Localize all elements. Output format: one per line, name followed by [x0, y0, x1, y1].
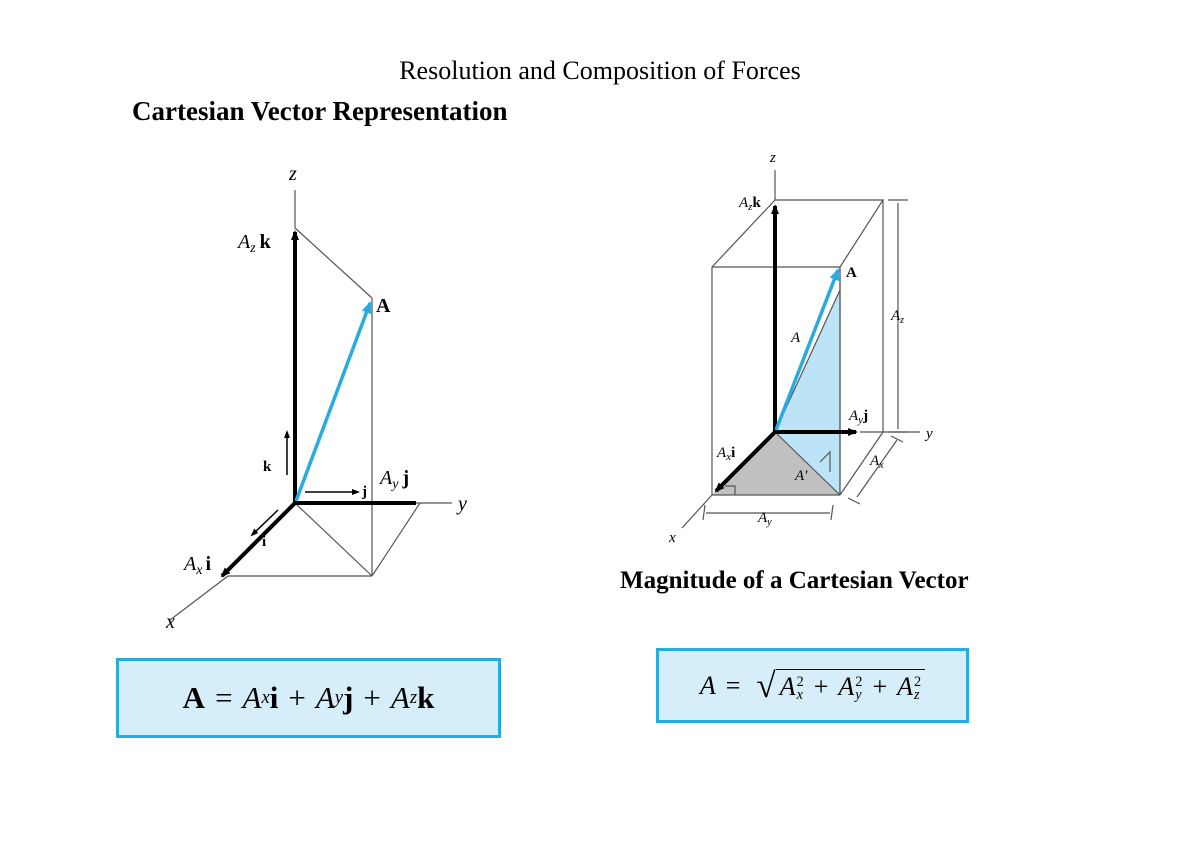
fig2-ax-arrow: [714, 430, 777, 493]
eq1-equals: =: [215, 680, 233, 715]
eq1-term1: A: [242, 680, 262, 715]
fig2-axis-z: z: [769, 150, 776, 166]
fig2-label-magnitude: A: [790, 330, 801, 346]
eq1-term1-sub: x: [261, 687, 270, 708]
eq1-term1-unit: i: [269, 680, 279, 715]
eq1-term2-sub: y: [334, 687, 344, 708]
eq2-term2-power: 2: [855, 674, 863, 691]
fig2-dim-ax: Ax: [869, 453, 884, 471]
ax-component-arrow: [220, 501, 297, 578]
eq2-term1-power: 2: [796, 674, 804, 691]
fig1-label-unit-k: k: [263, 459, 272, 475]
eq2-equals: =: [725, 670, 741, 700]
fig1-axis-z: z: [288, 163, 297, 185]
eq2-term3-power: 2: [914, 674, 922, 691]
fig2-axis-x: x: [668, 530, 676, 546]
eq1-term2-unit: j: [343, 680, 354, 715]
fig1-label-vector-a: A: [376, 295, 391, 317]
eq1-term3-unit: k: [417, 680, 435, 715]
fig1-label-unit-i: i: [262, 534, 266, 550]
section-title-magnitude: Magnitude of a Cartesian Vector: [620, 567, 969, 594]
fig2-label-proj: A′: [794, 468, 808, 484]
eq2-term3-sub: z: [914, 687, 920, 704]
fig2-label-vector-a: A: [846, 265, 857, 281]
eq2-plus1: +: [813, 672, 829, 701]
fig1-label-unit-j: j: [361, 484, 367, 500]
eq1-term3-sub: z: [409, 687, 418, 708]
eq2-term2-sub: y: [855, 687, 862, 704]
fig2-vector-a-arrow: [774, 268, 840, 431]
eq2-root: √: [756, 665, 776, 705]
fig2-label-az-k: Azk: [738, 195, 761, 213]
base-projection-shade: [712, 432, 840, 495]
eq2-term1-sub: x: [796, 687, 803, 704]
eq2-term1: A: [779, 672, 796, 701]
eq2-plus2: +: [872, 672, 888, 701]
fig2-label-ax-i: Axi: [716, 445, 735, 463]
vector-plane-shade: [775, 290, 840, 495]
unit-i-arrow: [250, 509, 279, 537]
fig1-axis-y: y: [456, 493, 467, 515]
eq1-plus2: +: [363, 680, 381, 715]
eq2-term3: A: [897, 672, 913, 701]
vector-a-arrow: [294, 301, 372, 502]
eq1-plus1: +: [288, 680, 306, 715]
fig2-label-ay-j: Ayj: [848, 408, 868, 426]
eq1-lhs: A: [182, 680, 206, 715]
eq1-term3: A: [390, 680, 410, 715]
fig2-axis-y: y: [924, 426, 933, 442]
construction-lines: [169, 190, 452, 621]
page-title: Resolution and Composition of Forces: [399, 56, 801, 85]
section-title-cartesian: Cartesian Vector Representation: [132, 96, 508, 126]
eq2-lhs: A: [699, 670, 716, 700]
eq1-term2: A: [315, 680, 335, 715]
prism-lines: [681, 170, 920, 529]
eq2-term2: A: [838, 672, 855, 701]
fig1-axis-x: x: [165, 611, 175, 633]
fig2-dim-ay: Ay: [757, 510, 772, 528]
fig2-dim-az: Az: [890, 308, 904, 326]
